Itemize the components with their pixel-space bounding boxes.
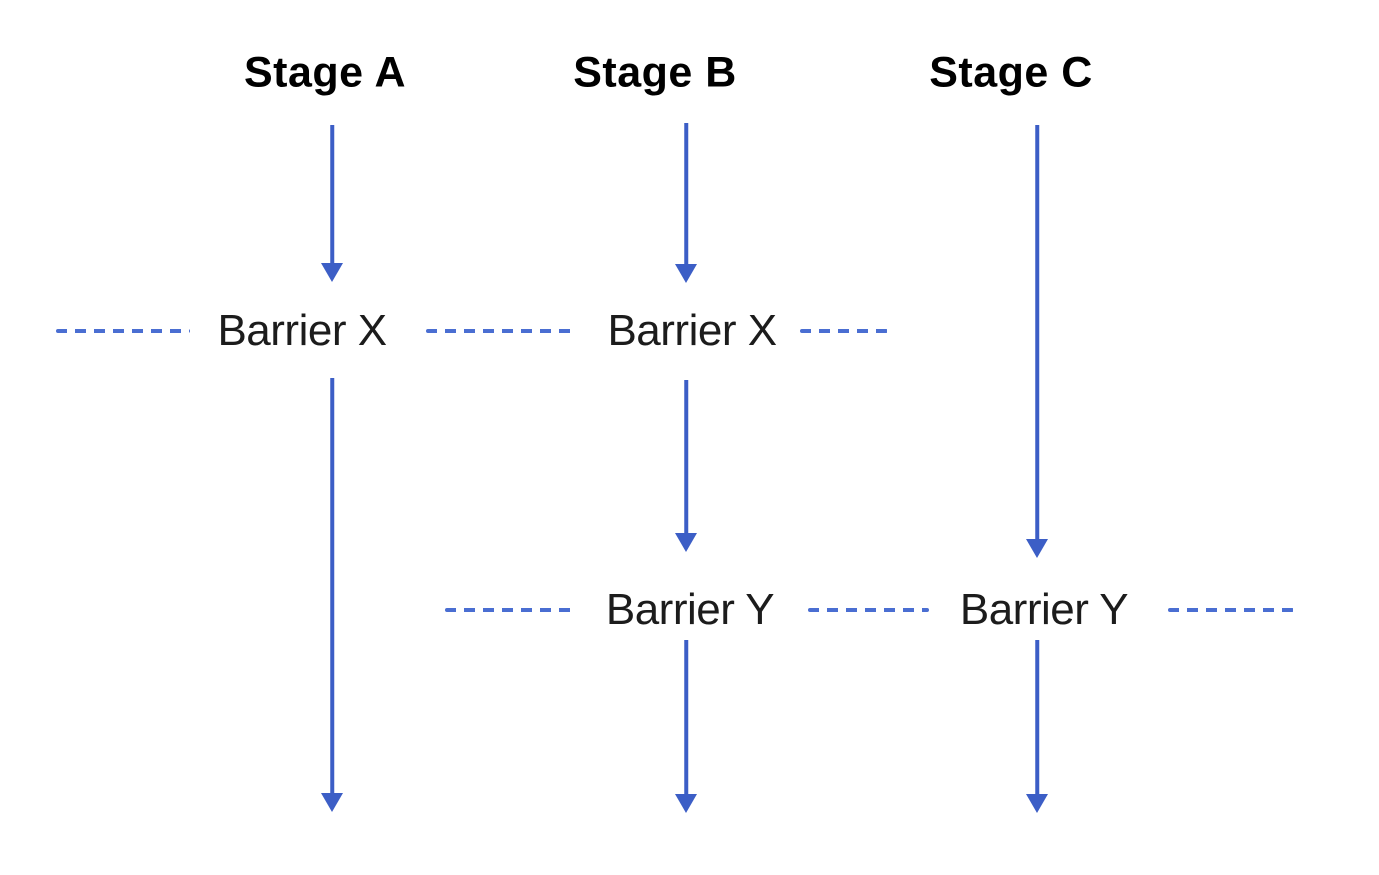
barrier-y-dashed-line-left [445, 608, 573, 612]
barrier-y-label-stage-c: Barrier Y [959, 585, 1129, 634]
arrowhead-down-icon [1026, 794, 1048, 813]
barrier-y-dashed-line-right [1168, 608, 1294, 612]
stage-a-arrow-bottom [320, 378, 344, 812]
stage-c-arrow-bottom [1025, 640, 1049, 813]
arrow-shaft [1035, 125, 1039, 543]
arrowhead-down-icon [321, 793, 343, 812]
arrowhead-down-icon [675, 533, 697, 552]
arrow-shaft [330, 125, 334, 267]
barrier-y-dashed-line-middle [808, 608, 929, 612]
arrowhead-down-icon [675, 264, 697, 283]
barrier-x-dashed-line-middle [426, 329, 577, 333]
barrier-y-label-stage-b: Barrier Y [605, 585, 775, 634]
arrow-shaft [684, 640, 688, 798]
arrow-shaft [330, 378, 334, 797]
barrier-x-label-stage-a: Barrier X [217, 306, 387, 355]
arrow-shaft [684, 123, 688, 268]
stage-b-arrow-bottom [674, 640, 698, 813]
barrier-x-dashed-line-right [800, 329, 888, 333]
arrowhead-down-icon [675, 794, 697, 813]
arrow-shaft [684, 380, 688, 537]
arrowhead-down-icon [321, 263, 343, 282]
barrier-x-dashed-line-left [56, 329, 190, 333]
stage-a-label: Stage A [244, 48, 406, 97]
arrowhead-down-icon [1026, 539, 1048, 558]
stage-b-arrow-top [674, 123, 698, 283]
barrier-x-label-stage-b: Barrier X [607, 306, 777, 355]
stage-c-arrow-top [1025, 125, 1049, 558]
stage-c-label: Stage C [929, 48, 1093, 97]
arrow-shaft [1035, 640, 1039, 798]
stage-b-arrow-middle [674, 380, 698, 552]
stage-a-arrow-top [320, 125, 344, 282]
stage-b-label: Stage B [573, 48, 737, 97]
